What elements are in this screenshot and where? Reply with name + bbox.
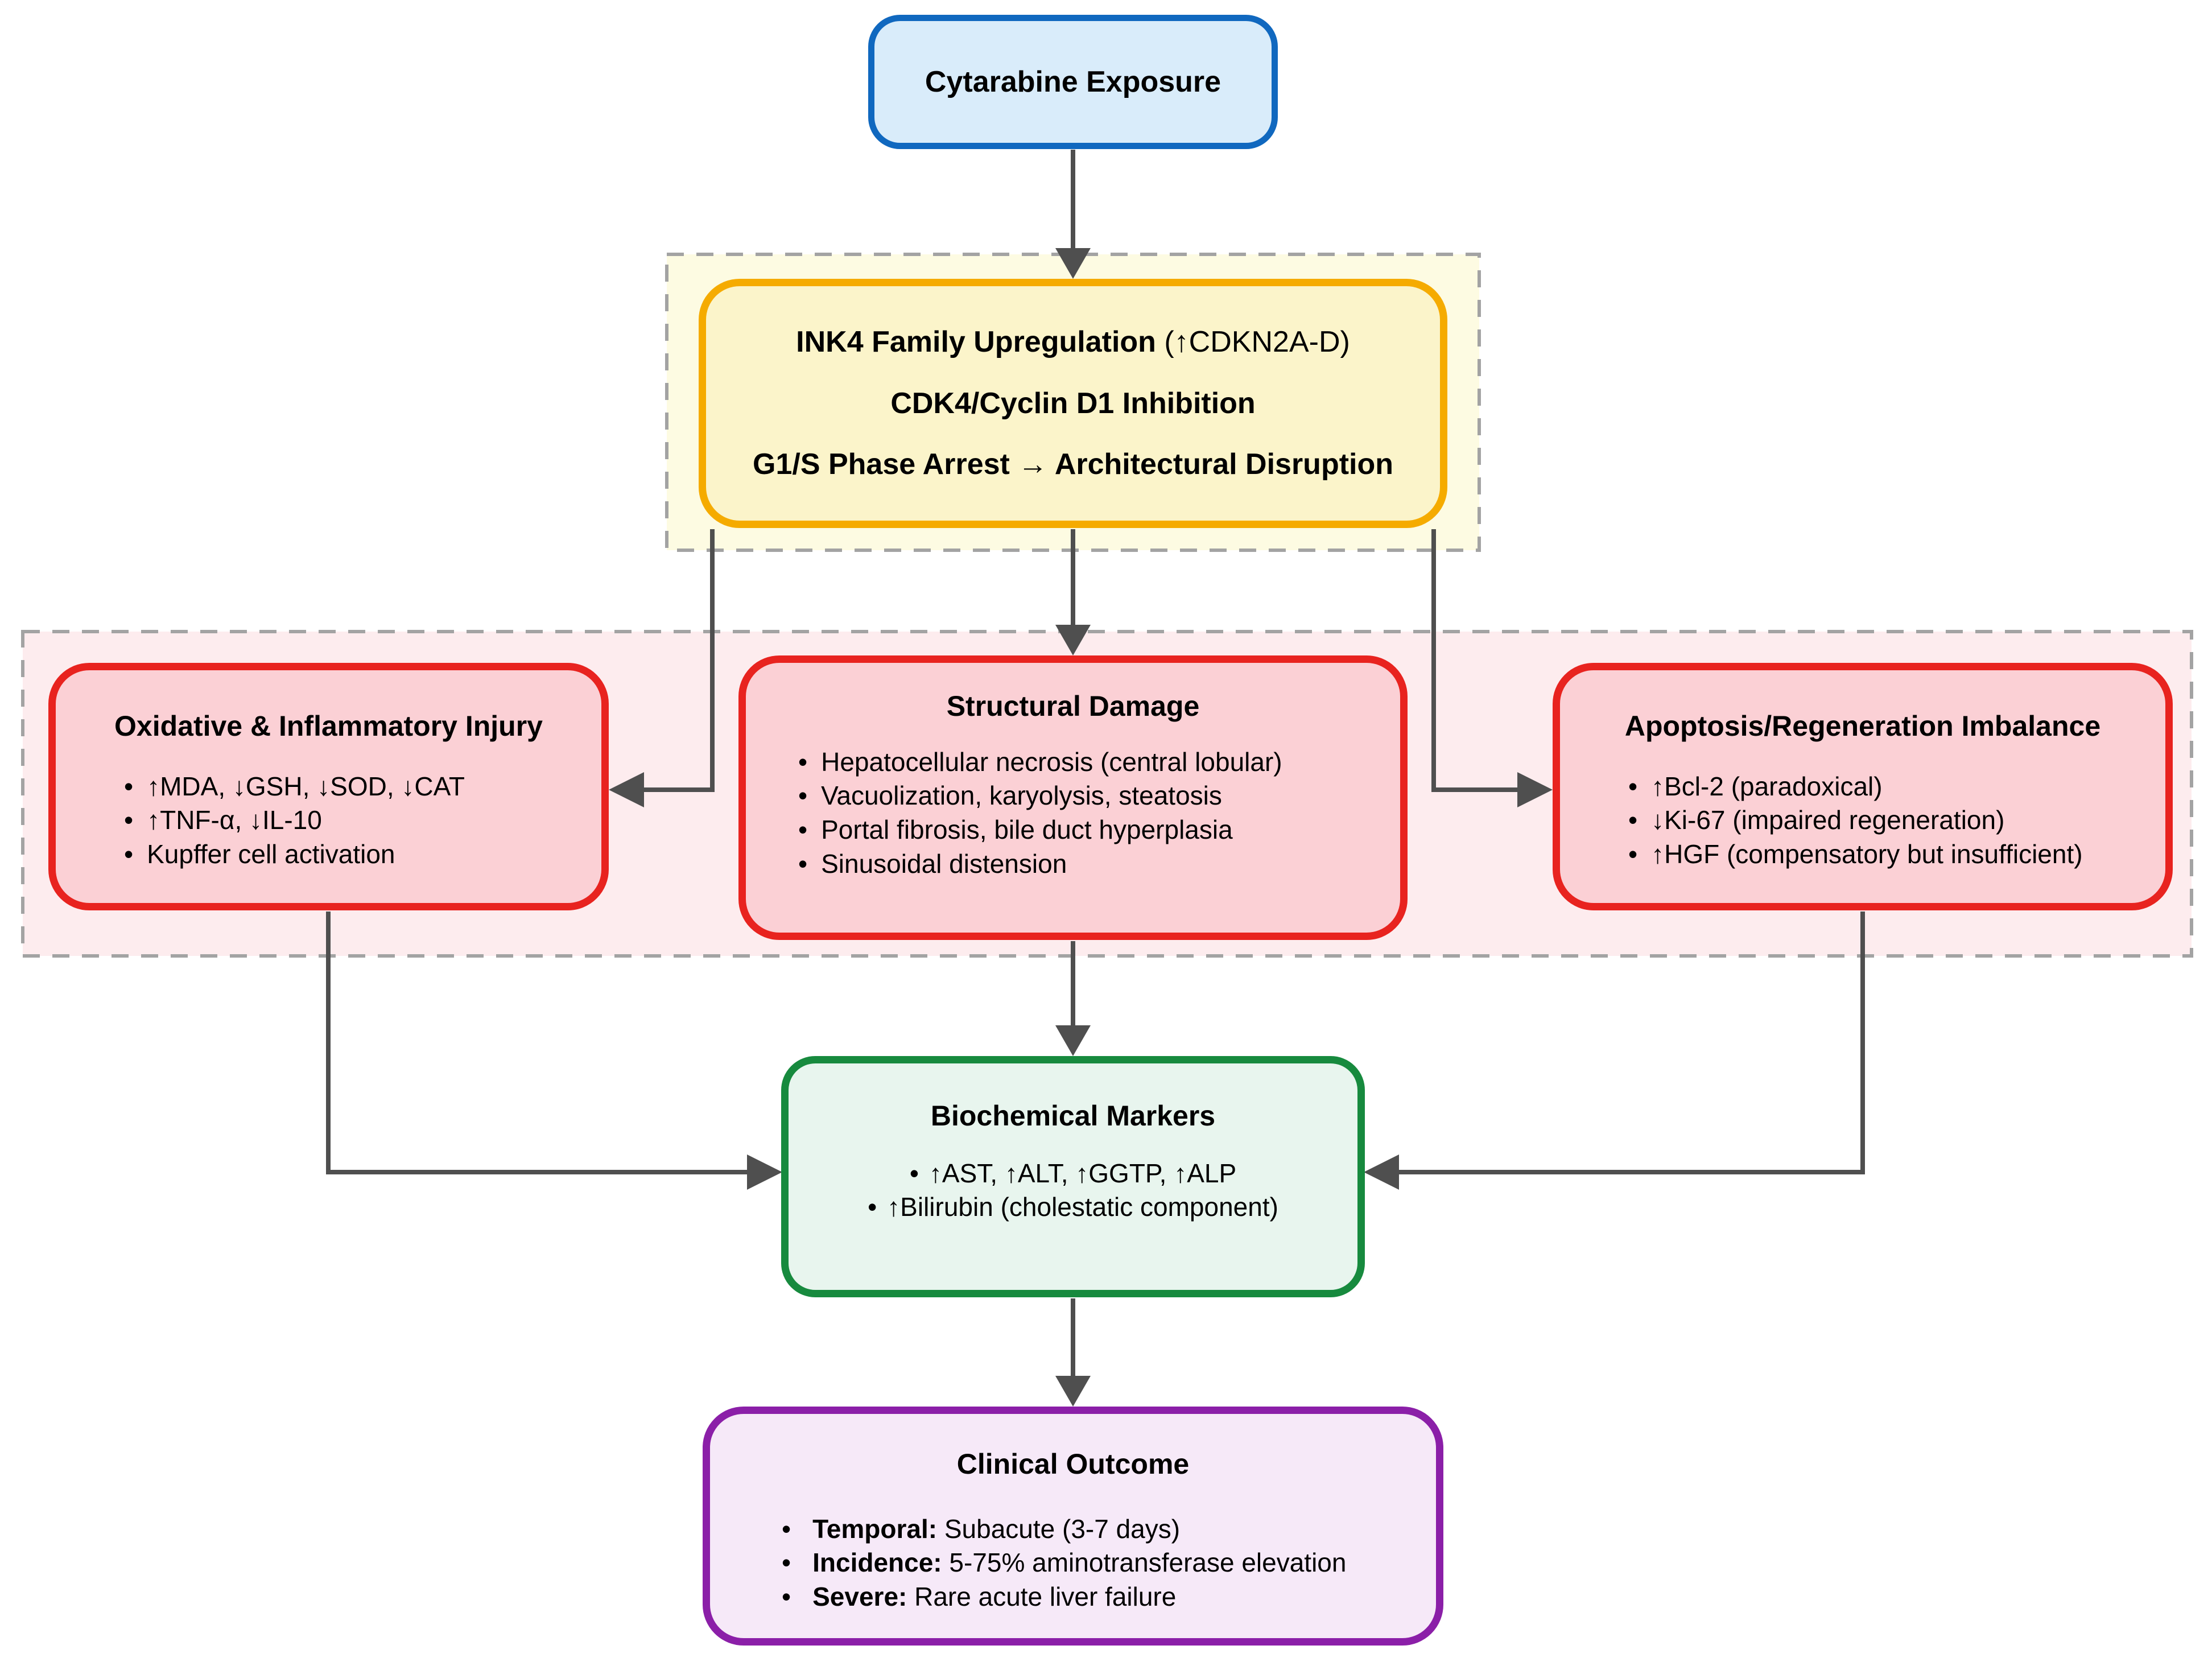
bullet-item: ↑MDA, ↓GSH, ↓SOD, ↓CAT	[124, 770, 585, 804]
bullet-item: ↑Bilirubin (cholestatic component)	[800, 1190, 1346, 1224]
node-cytarabine-exposure: Cytarabine Exposure	[868, 15, 1278, 149]
bullet-item: Severe: Rare acute liver failure	[782, 1580, 1419, 1614]
bullet-label: Temporal:	[812, 1514, 938, 1544]
node-title: Apoptosis/Regeneration Imbalance	[1624, 710, 2101, 742]
arrow-oxidative-to-markers	[326, 912, 782, 1190]
node-title: Oxidative & Inflammatory Injury	[114, 710, 543, 742]
node-title: Biochemical Markers	[930, 1100, 1216, 1132]
bullet-list: ↑Bcl-2 (paradoxical) ↓Ki-67 (impaired re…	[1628, 770, 2149, 872]
node-structural-damage: Structural Damage Hepatocellular necrosi…	[738, 655, 1408, 940]
bullet-list: Hepatocellular necrosis (central lobular…	[798, 745, 1383, 881]
node-biochemical-markers: Biochemical Markers ↑AST, ↑ALT, ↑GGTP, ↑…	[781, 1056, 1365, 1297]
bullet-item: ↑HGF (compensatory but insufficient)	[1628, 838, 2149, 872]
arrow-mechanism-to-structural	[1055, 529, 1091, 655]
bullet-item: Incidence: 5-75% aminotransferase elevat…	[782, 1546, 1419, 1580]
arrow-structural-to-markers	[1055, 941, 1091, 1056]
bullet-text: Rare acute liver failure	[907, 1582, 1177, 1612]
mechanism-line-2: CDK4/Cyclin D1 Inhibition	[890, 386, 1256, 420]
mechanism-line-1-rest: (↑CDKN2A-D)	[1155, 325, 1350, 359]
bullet-item: Portal fibrosis, bile duct hyperplasia	[798, 813, 1383, 847]
bullet-item: ↑Bcl-2 (paradoxical)	[1628, 770, 2149, 804]
arrow-exposure-to-mechanism	[1055, 150, 1091, 279]
mechanism-line-1: INK4 Family Upregulation (↑CDKN2A-D)	[796, 327, 1350, 358]
node-title: Structural Damage	[946, 690, 1200, 722]
arrow-mechanism-to-oxidative	[609, 529, 715, 807]
bullet-list: ↑AST, ↑ALT, ↑GGTP, ↑ALP ↑Bilirubin (chol…	[800, 1157, 1346, 1225]
mechanism-line-3: G1/S Phase Arrest → Architectural Disrup…	[753, 448, 1393, 481]
bullet-item: ↓Ki-67 (impaired regeneration)	[1628, 803, 2149, 838]
node-apoptosis-regeneration-imbalance: Apoptosis/Regeneration Imbalance ↑Bcl-2 …	[1553, 663, 2173, 910]
bullet-list: ↑MDA, ↓GSH, ↓SOD, ↓CAT ↑TNF-α, ↓IL-10 Ku…	[124, 770, 585, 872]
bullet-item: Sinusoidal distension	[798, 847, 1383, 881]
bullet-item: ↑TNF-α, ↓IL-10	[124, 803, 585, 838]
arrow-mechanism-to-apoptosis	[1431, 529, 1553, 807]
node-clinical-outcome: Clinical Outcome Temporal: Subacute (3-7…	[703, 1407, 1443, 1646]
bullet-text: 5-75% aminotransferase elevation	[942, 1548, 1347, 1578]
bullet-label: Severe:	[812, 1582, 907, 1612]
mechanism-line-1-bold: INK4 Family Upregulation	[796, 325, 1156, 359]
node-oxidative-inflammatory-injury: Oxidative & Inflammatory Injury ↑MDA, ↓G…	[48, 663, 609, 910]
node-title: Clinical Outcome	[956, 1448, 1190, 1480]
bullet-item: Kupffer cell activation	[124, 838, 585, 872]
bullet-item: Vacuolization, karyolysis, steatosis	[798, 779, 1383, 813]
node-ink4-mechanism: INK4 Family Upregulation (↑CDKN2A-D) CDK…	[699, 279, 1447, 528]
arrow-markers-to-outcome	[1055, 1298, 1091, 1407]
bullet-label: Incidence:	[812, 1548, 942, 1578]
bullet-item: ↑AST, ↑ALT, ↑GGTP, ↑ALP	[800, 1157, 1346, 1191]
arrow-apoptosis-to-markers	[1364, 912, 1865, 1190]
bullet-text: Subacute (3-7 days)	[937, 1514, 1181, 1544]
bullet-list: Temporal: Subacute (3-7 days) Incidence:…	[782, 1512, 1419, 1614]
node-title: Cytarabine Exposure	[925, 65, 1221, 98]
bullet-item: Hepatocellular necrosis (central lobular…	[798, 745, 1383, 780]
bullet-item: Temporal: Subacute (3-7 days)	[782, 1512, 1419, 1547]
